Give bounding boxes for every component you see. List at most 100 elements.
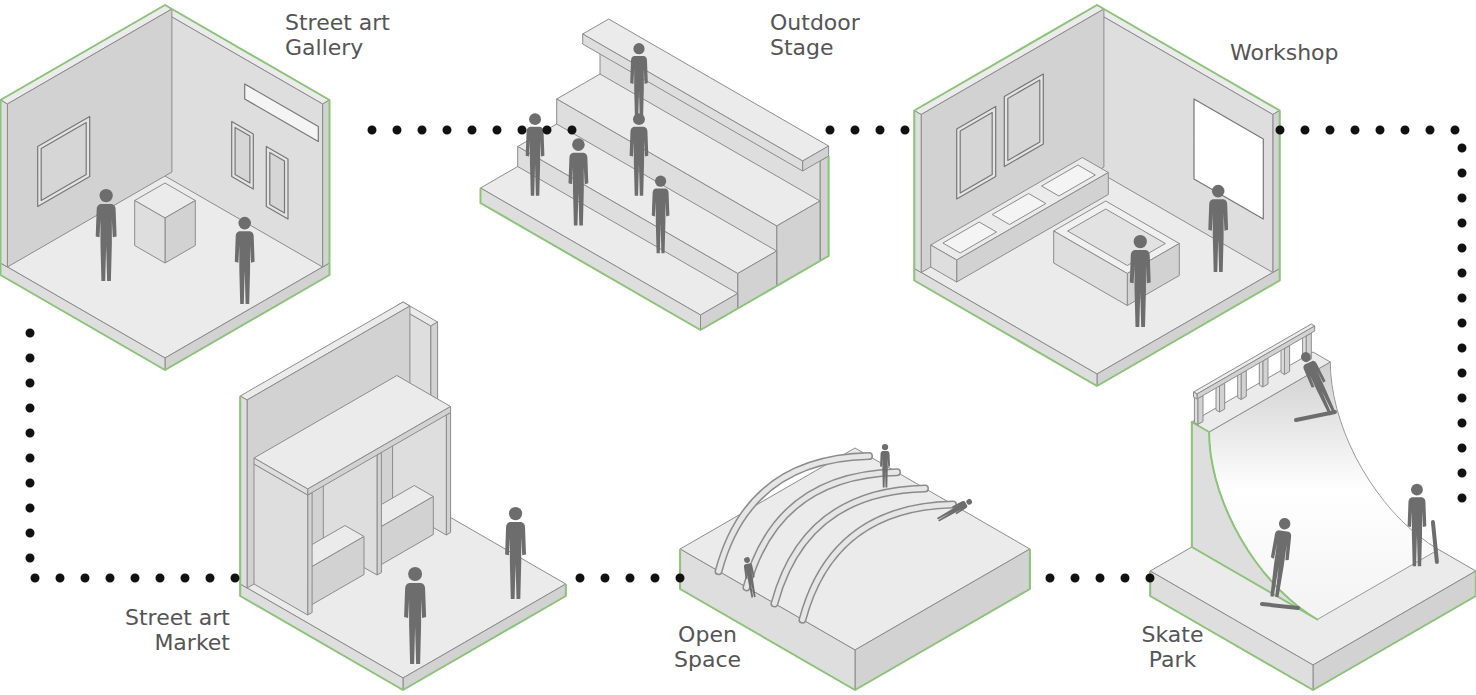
- dotted-connector: [1280, 130, 1462, 520]
- wall-frame: [38, 117, 90, 207]
- green-outline: [1192, 422, 1318, 620]
- iso-face: [1197, 326, 1315, 399]
- iso-face: [323, 100, 330, 267]
- person-figure: [569, 138, 589, 225]
- green-outline: [240, 396, 566, 690]
- wall-frame: [270, 153, 285, 214]
- wall-frame: [41, 123, 86, 201]
- iso-face: [308, 407, 451, 496]
- person-figure: [235, 217, 255, 304]
- dotted-connector: [372, 126, 590, 135]
- iso-face: [738, 251, 777, 309]
- iso-face: [1198, 396, 1203, 425]
- ramp-side: [1192, 422, 1318, 620]
- person-figure: [1208, 185, 1228, 272]
- space-label: Skate Park: [1130, 622, 1215, 673]
- person-figure: [630, 113, 649, 195]
- space-label: Outdoor Stage: [770, 10, 880, 61]
- iso-face: [1194, 397, 1197, 425]
- iso-face: [165, 201, 195, 264]
- wall-frame: [232, 122, 254, 190]
- space-node: Workshop: [910, 0, 1280, 385]
- space-label: Street art Gallery: [285, 10, 415, 61]
- iso-face: [1220, 383, 1225, 412]
- table-top: [1068, 209, 1166, 266]
- skateboard: [1296, 412, 1335, 420]
- space-node: Street art Gallery: [0, 0, 372, 330]
- person-figure: [1297, 349, 1340, 417]
- iso-face: [1273, 111, 1280, 273]
- iso-face: [914, 111, 921, 273]
- person-figure: [1130, 235, 1151, 327]
- space-node: Open Space: [680, 400, 1030, 690]
- iso-face: [1, 100, 8, 267]
- person-figure: [630, 43, 648, 121]
- iso-face: [914, 269, 1097, 387]
- wall-frame: [245, 84, 319, 142]
- iso-face: [135, 201, 165, 264]
- iso-face: [583, 34, 803, 171]
- person-figure: [526, 113, 545, 195]
- person-figure: [505, 507, 526, 599]
- iso-face: [820, 156, 829, 261]
- green-outline: [914, 5, 1279, 386]
- iso-face: [803, 146, 829, 171]
- green-outline: [1, 5, 330, 370]
- person-figure: [404, 567, 426, 664]
- iso-face: [308, 493, 312, 616]
- sink: [943, 222, 997, 253]
- wall-frame: [1194, 99, 1263, 219]
- space-node: Street art Market: [235, 325, 565, 695]
- iso-face: [240, 584, 403, 690]
- person-figure: [936, 497, 974, 524]
- sink: [992, 194, 1046, 225]
- dotted-connector: [565, 574, 680, 583]
- iso-face: [376, 497, 433, 568]
- iso-face: [855, 549, 1030, 690]
- space-label: Street art Market: [110, 605, 230, 656]
- person-figure: [1265, 517, 1294, 598]
- wall-frame: [235, 128, 250, 184]
- iso-face: [1194, 324, 1315, 394]
- person-figure: [742, 556, 758, 598]
- space-node: Outdoor Stage: [590, 0, 830, 335]
- person-figure: [1408, 484, 1427, 566]
- wall-frame: [266, 147, 288, 220]
- wall-frame: [1008, 80, 1040, 161]
- iso-face: [931, 245, 957, 282]
- curved-step: [775, 488, 926, 603]
- dotted-connector: [830, 126, 910, 135]
- sink: [1042, 165, 1096, 196]
- iso-face: [377, 453, 381, 576]
- wall-frame: [960, 113, 992, 194]
- person-figure: [880, 444, 890, 488]
- iso-face: [481, 167, 738, 316]
- dotted-connector: [1030, 574, 1150, 583]
- iso-face: [254, 376, 451, 490]
- skateboard: [1433, 522, 1437, 562]
- wall-frame: [1004, 74, 1043, 167]
- iso-face: [307, 537, 364, 608]
- iso-face: [1194, 392, 1198, 399]
- person-figure: [652, 176, 670, 254]
- curved-step: [775, 488, 926, 603]
- iso-face: [446, 413, 450, 536]
- space-node: Skate Park: [1150, 520, 1476, 690]
- iso-face: [1263, 358, 1268, 387]
- iso-face: [1, 263, 166, 370]
- space-label: Workshop: [1230, 40, 1370, 65]
- person-figure: [96, 189, 117, 281]
- dotted-connector: [30, 330, 235, 578]
- iso-face: [403, 584, 566, 690]
- iso-face: [1284, 346, 1289, 375]
- curved-step: [803, 505, 954, 620]
- skateboard: [1262, 604, 1298, 608]
- curved-step: [803, 505, 954, 620]
- iso-face: [240, 396, 247, 588]
- iso-face: [1241, 371, 1246, 400]
- iso-face: [254, 458, 308, 495]
- wall-frame: [957, 107, 996, 200]
